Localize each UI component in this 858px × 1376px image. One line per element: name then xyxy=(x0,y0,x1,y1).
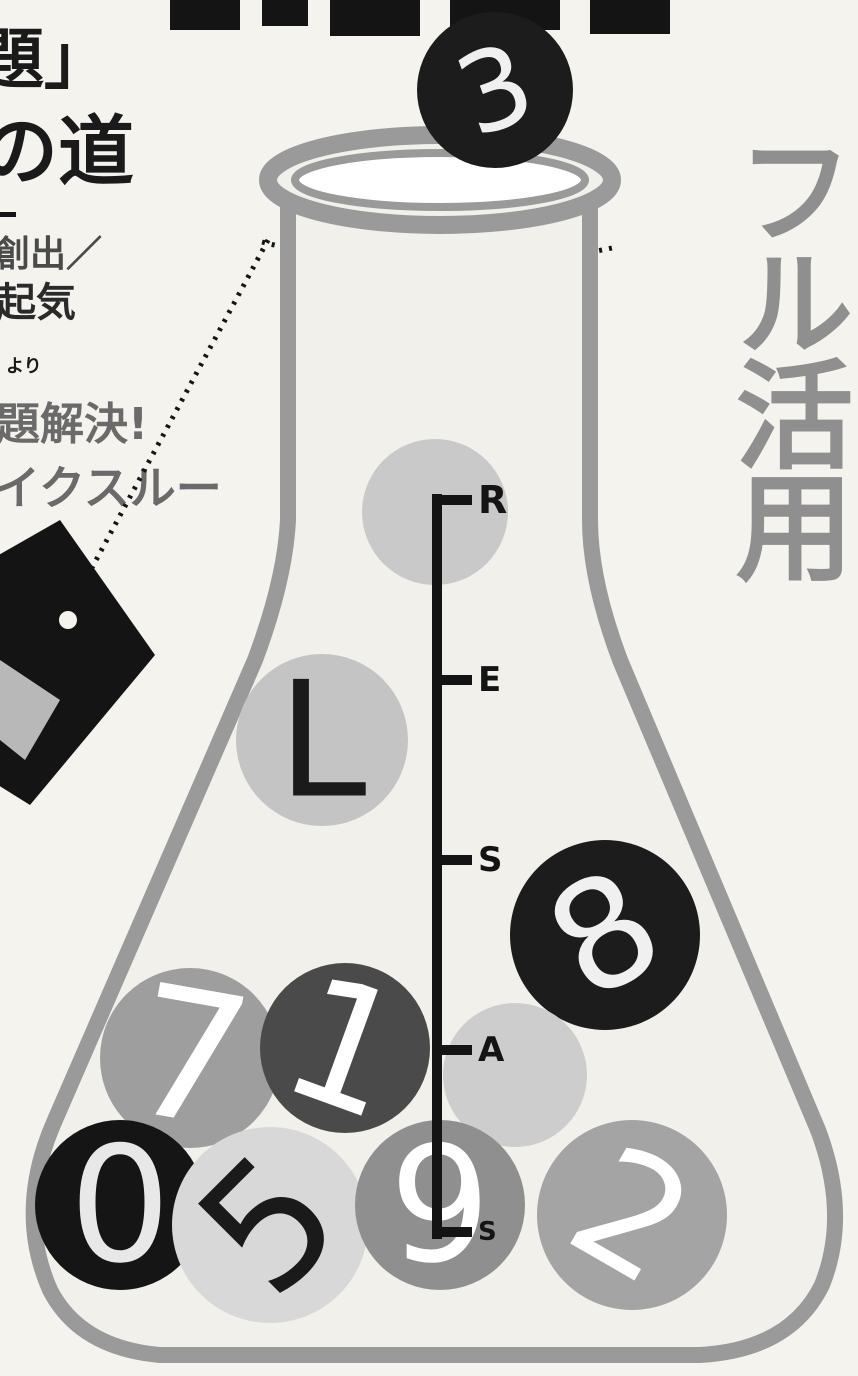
scale-tick xyxy=(436,675,472,685)
scale-label: S xyxy=(478,1217,497,1247)
black-cube-icon xyxy=(0,520,155,805)
scale-tick xyxy=(436,855,472,865)
ball-L-2: L xyxy=(236,647,408,834)
ball-circle xyxy=(35,1120,205,1290)
scale-bar xyxy=(432,494,442,1239)
ball-number-label: L xyxy=(277,647,366,834)
ball-circle xyxy=(236,654,408,826)
headline-line-2: の道 xyxy=(0,107,134,196)
flask-rim-inner xyxy=(291,149,589,211)
measurement-scale: R E S A S xyxy=(432,478,507,1247)
ball-circle xyxy=(100,968,280,1148)
scale-tick xyxy=(436,1227,472,1237)
scale-label: A xyxy=(478,1030,505,1070)
ball-circle xyxy=(172,1127,368,1323)
ball-0-7: 0 xyxy=(35,1112,205,1299)
ball-blank-6 xyxy=(443,1003,587,1147)
sub-line-2: 起気 xyxy=(0,280,76,326)
scale-tick xyxy=(436,1045,472,1055)
ball-2-10: 2 xyxy=(537,1109,727,1321)
sub-line-4: イクスルー xyxy=(0,461,222,515)
dotted-connector-left xyxy=(77,238,271,592)
ball-circle xyxy=(260,963,430,1133)
scale-tick xyxy=(436,495,472,505)
headline-line-1: 題」 xyxy=(0,21,110,98)
right-vertical-heading: フル活用 xyxy=(715,130,853,578)
scale-label: E xyxy=(478,660,501,700)
ball-8-3: 8 xyxy=(510,836,700,1034)
sub-line-1: 創出／ xyxy=(0,234,103,275)
ball-number-label: 0 xyxy=(69,1112,171,1299)
scale-label: S xyxy=(478,840,503,880)
ball-circle xyxy=(417,12,573,168)
small-label: より xyxy=(6,356,42,377)
ball-circle xyxy=(443,1003,587,1147)
scale-label: R xyxy=(478,478,507,522)
number-balls: 3L8710592 xyxy=(35,12,727,1333)
ball-circle xyxy=(510,840,700,1030)
ball-circle xyxy=(537,1120,727,1310)
sub-line-3: 題解決! xyxy=(0,399,149,450)
ball-3-0: 3 xyxy=(417,12,573,168)
divider-line xyxy=(0,212,16,217)
